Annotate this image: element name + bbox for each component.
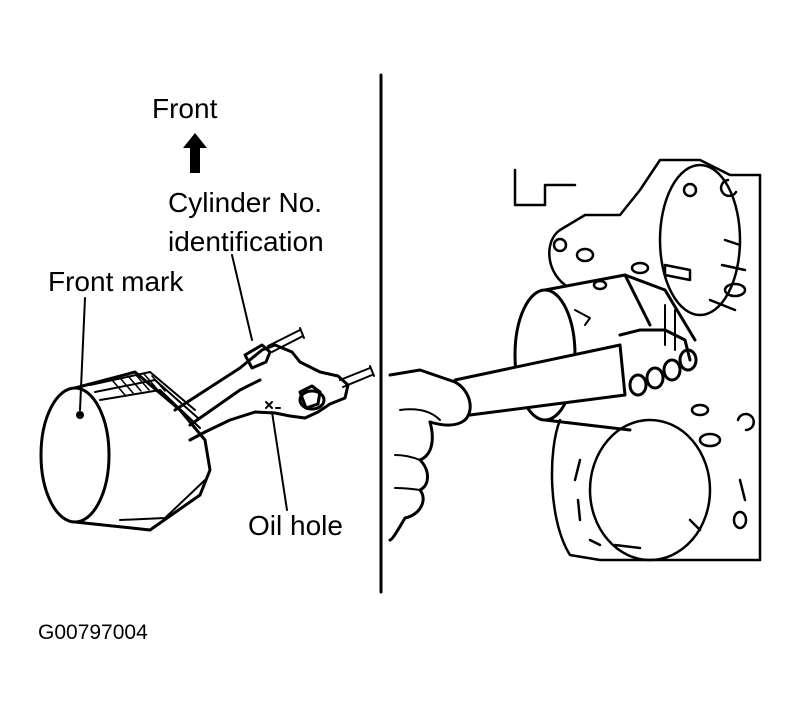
hammer-handle — [453, 343, 627, 417]
cylinder-no-leader — [231, 254, 253, 341]
cylinder-no-label-line2: identification — [168, 226, 324, 257]
oil-hole-leader — [271, 411, 288, 511]
connecting-rod — [173, 327, 375, 442]
front-mark-leader — [79, 297, 86, 411]
front-label: Front — [152, 93, 218, 124]
piston — [39, 370, 212, 532]
hand — [388, 368, 472, 542]
front-mark-label: Front mark — [48, 266, 184, 297]
cylinder-block — [513, 158, 762, 562]
figure-code: G00797004 — [38, 621, 148, 644]
oil-hole-label: Oil hole — [248, 510, 343, 541]
cylinder-no-label-line1: Cylinder No. — [168, 187, 323, 218]
front-arrow-icon — [183, 133, 207, 173]
